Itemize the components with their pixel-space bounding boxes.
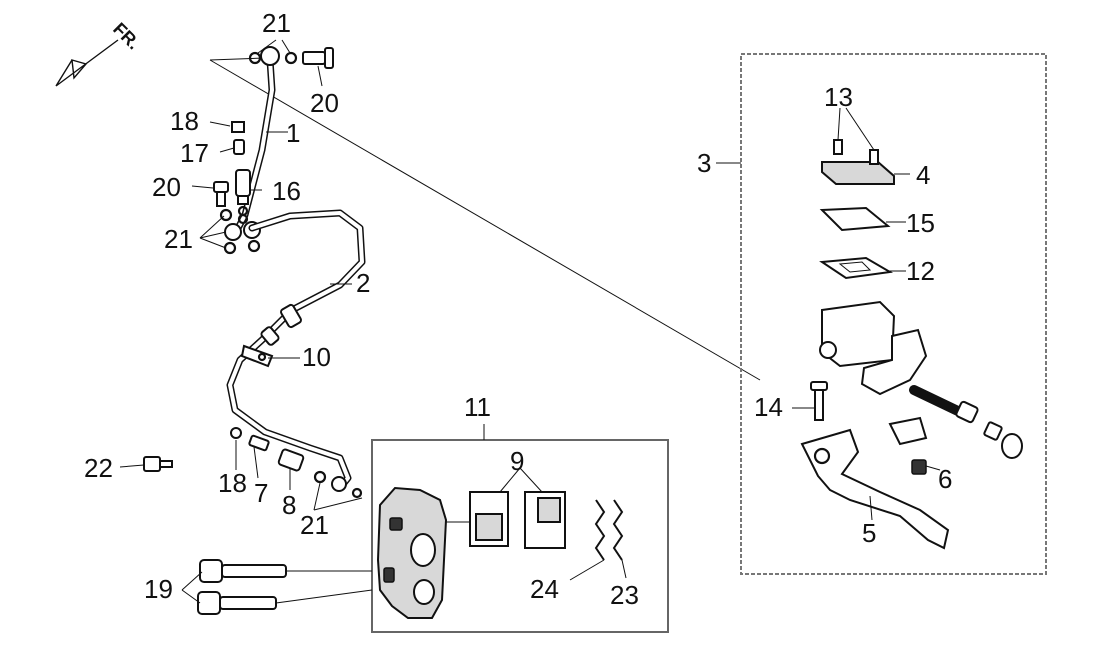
brake-light-switch [888,416,928,475]
front-direction-label: FR. [109,19,144,54]
callout-15: 15 [906,208,935,238]
brake-pads [469,491,566,549]
callout-12: 12 [906,256,935,286]
callout-6: 6 [938,464,952,494]
callout-2: 2 [356,268,370,298]
callout-10: 10 [302,342,331,372]
caliper-assembly-frame [371,439,669,633]
callout-20-mid: 20 [152,172,181,202]
master-cylinder-body [819,300,1023,459]
caliper-fittings [230,427,363,499]
hose-clamp [240,344,274,368]
clamp-bolt [143,456,173,472]
callout-11: 11 [464,392,491,422]
callout-4: 4 [916,160,930,190]
caliper-bolts [197,559,373,615]
callout-18-top: 18 [170,106,199,136]
callout-14: 14 [754,392,783,422]
front-direction-arrow: FR. [55,19,144,87]
pad-springs [594,499,624,561]
cap-gasket [819,256,894,280]
callout-23: 23 [610,580,639,610]
callout-22: 22 [84,453,113,483]
callout-16: 16 [272,176,301,206]
callout-21-bottom: 21 [300,510,329,540]
brake-lever [800,428,950,550]
callout-24: 24 [530,574,559,604]
callout-5: 5 [862,518,876,548]
brake-hose-upper [232,46,334,236]
callout-21-mid: 21 [164,224,193,254]
callout-21-top: 21 [262,8,291,38]
callout-8: 8 [282,490,296,520]
cap-diaphragm-plate [819,206,891,232]
callout-1: 1 [286,118,300,148]
callout-17: 17 [180,138,209,168]
callout-20-top: 20 [310,88,339,118]
callout-18-bottom: 18 [218,468,247,498]
callout-3: 3 [697,148,711,178]
reference-line [209,59,761,381]
callout-7: 7 [254,478,268,508]
reservoir-cap [821,139,895,185]
callout-19: 19 [144,574,173,604]
lever-pivot-bolt [810,381,828,421]
leader-lines [119,39,941,604]
callout-13: 13 [824,82,853,112]
brake-caliper [376,486,448,619]
callout-numbers: 21 20 18 1 17 20 16 21 2 10 11 22 18 7 8… [84,8,952,610]
master-cylinder-assembly-frame [740,53,1047,575]
reference-line-short [209,57,266,61]
callout-9: 9 [510,446,524,476]
